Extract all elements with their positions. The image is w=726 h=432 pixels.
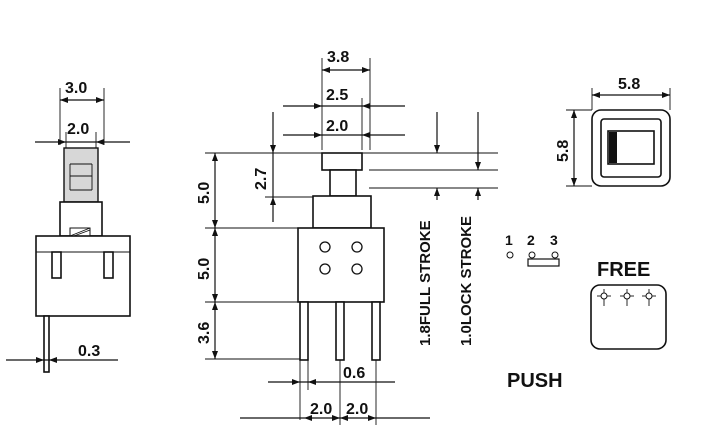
side-pin	[43, 315, 50, 373]
push-label: PUSH	[507, 370, 563, 392]
front-neck	[312, 195, 372, 229]
free-label: FREE	[597, 259, 650, 281]
front-upper-height-label: 5.0	[196, 182, 213, 204]
schematic-contact-bar	[527, 258, 560, 267]
front-top-width-label: 3.8	[327, 49, 349, 66]
side-top-width-label: 3.0	[65, 80, 87, 97]
side-pin-thickness-label: 0.3	[78, 343, 100, 360]
front-plunger-stem	[329, 169, 357, 197]
top-view: 5.8 5.8	[555, 76, 671, 187]
pin-label-2: 2	[527, 232, 535, 248]
front-stem-height-label: 2.7	[253, 168, 270, 190]
side-stem-width-label: 2.0	[67, 121, 89, 138]
pin-label-3: 3	[550, 232, 558, 248]
front-stem-width-label: 2.0	[326, 118, 348, 135]
full-stroke-label: 1.8FULL STROKE	[417, 220, 434, 346]
front-pin-1	[299, 301, 309, 361]
front-pin-width-label: 0.6	[343, 365, 365, 382]
pin-label-1: 1	[505, 232, 513, 248]
front-pin-2	[335, 301, 345, 361]
front-body	[297, 227, 385, 303]
front-plunger-cap	[321, 152, 363, 171]
pin-schematic: 1 2 3 FREE PUSH	[505, 232, 667, 392]
free-state-box	[590, 284, 667, 350]
front-pin-3	[371, 301, 381, 361]
front-pitch-left-label: 2.0	[310, 401, 332, 418]
lock-stroke-label: 1.0LOCK STROKE	[458, 216, 475, 346]
front-pin-length-label: 3.6	[196, 322, 213, 344]
top-width-label: 5.8	[618, 76, 640, 93]
front-view: 3.8 2.5 2.0 2.7 5.0 5.0 3.6	[196, 49, 498, 425]
side-plunger	[63, 147, 99, 203]
front-pitch-right-label: 2.0	[346, 401, 368, 418]
top-height-label: 5.8	[555, 140, 572, 162]
side-body	[35, 235, 131, 317]
side-view: 3.0 2.0 0.3	[6, 80, 131, 373]
front-body-height-label: 5.0	[196, 258, 213, 280]
front-mid-width-label: 2.5	[326, 87, 348, 104]
